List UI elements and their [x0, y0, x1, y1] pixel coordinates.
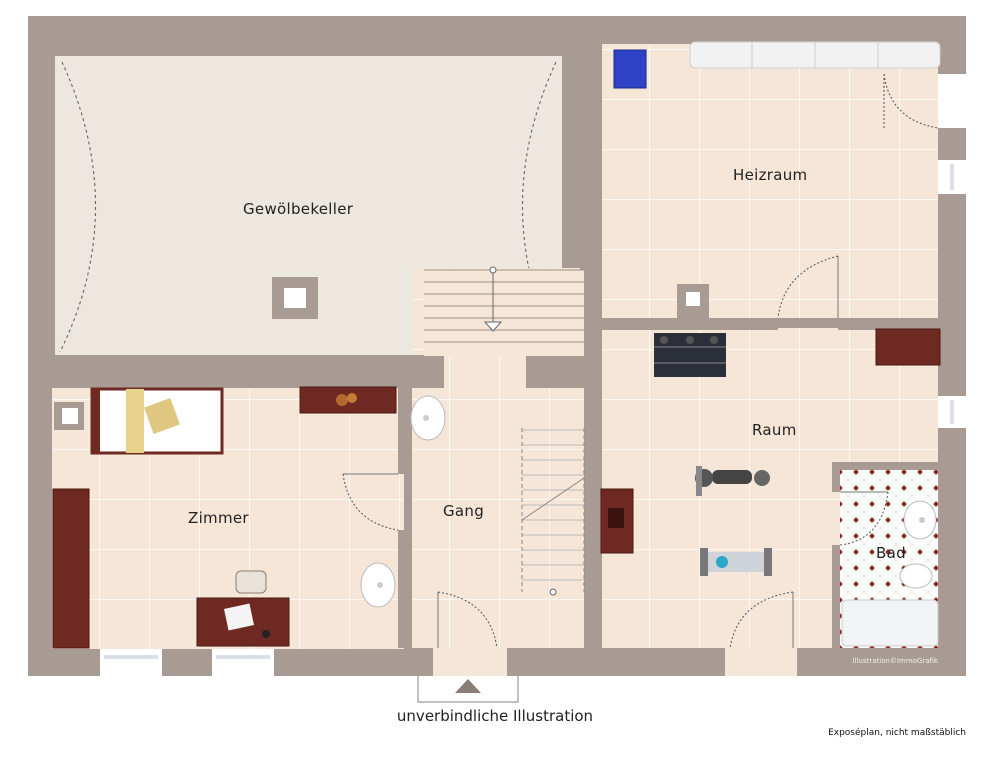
wall-bad-side	[832, 545, 840, 648]
wall-gang-raum	[584, 436, 602, 648]
label-zimmer: Zimmer	[188, 509, 249, 527]
label-bad: Bad	[876, 544, 906, 562]
toilet	[899, 563, 933, 589]
label-gang: Gang	[443, 502, 485, 520]
rowing-machine	[700, 548, 772, 576]
exercise-bike	[695, 466, 770, 496]
windows	[54, 160, 966, 676]
scale-note: Exposéplan, nicht maßstäblich	[828, 728, 966, 738]
stairs-upper	[424, 266, 584, 356]
raum-cabinet	[875, 328, 941, 366]
boiler	[613, 49, 647, 89]
doors	[342, 73, 939, 649]
stairs-lower	[521, 428, 585, 596]
wall-cellar-heizraum	[580, 16, 602, 388]
label-raum: Raum	[752, 421, 797, 439]
entry-opening	[433, 648, 507, 676]
bad-sink	[903, 500, 937, 540]
weight-rack	[654, 333, 726, 377]
bathtub	[841, 599, 939, 647]
wall-heizraum-raum	[602, 318, 778, 330]
vault-arch-left	[59, 61, 97, 353]
wall-zimmer-gang	[398, 388, 412, 474]
raum-dresser	[600, 488, 634, 554]
entry-caption: unverbindliche Illustration	[396, 707, 594, 725]
heizraum-floor	[602, 44, 939, 318]
sideboard	[299, 386, 397, 414]
gang-sink-upper	[410, 395, 446, 441]
wardrobe	[52, 488, 90, 649]
raum-door-opening	[725, 648, 797, 676]
entry-marker	[417, 676, 519, 703]
label-heizraum: Heizraum	[733, 166, 808, 184]
storage-tanks	[689, 41, 941, 69]
wall-cellar-zimmer	[28, 355, 444, 388]
exterior-notch	[938, 74, 1000, 128]
wall-bad-top	[832, 462, 938, 470]
bed	[90, 387, 224, 455]
zimmer-sink	[360, 562, 396, 608]
illustration-credit: Illustration©ImmoGrafik	[852, 657, 938, 665]
label-gewoelbekeller: Gewölbekeller	[243, 200, 354, 218]
desk	[196, 570, 290, 647]
